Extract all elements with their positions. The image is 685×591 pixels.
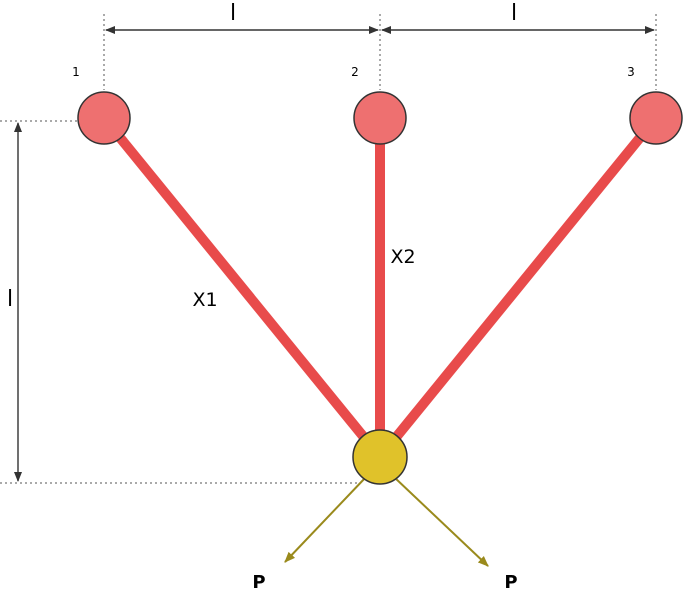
loaded-node (352, 429, 408, 485)
load-label-right: P (504, 572, 517, 591)
dimension-label-right: l (511, 1, 517, 26)
node-label-3: 3 (627, 65, 635, 79)
load-arrow-left (284, 476, 367, 563)
load-label-left: P (252, 572, 265, 591)
load-arrow-right (393, 476, 489, 567)
dimension-label-vertical: l (7, 287, 13, 312)
dimension-label-left: l (230, 1, 236, 26)
bar-label-x1: X1 (192, 289, 217, 311)
bar-x1 (100, 114, 384, 461)
support-node-2 (353, 91, 407, 145)
node-label-1: 1 (72, 65, 80, 79)
bar-x3 (376, 114, 660, 461)
bar-label-x2: X2 (390, 246, 415, 268)
node-label-2: 2 (351, 65, 359, 79)
support-node-1 (77, 91, 131, 145)
support-node-3 (629, 91, 683, 145)
